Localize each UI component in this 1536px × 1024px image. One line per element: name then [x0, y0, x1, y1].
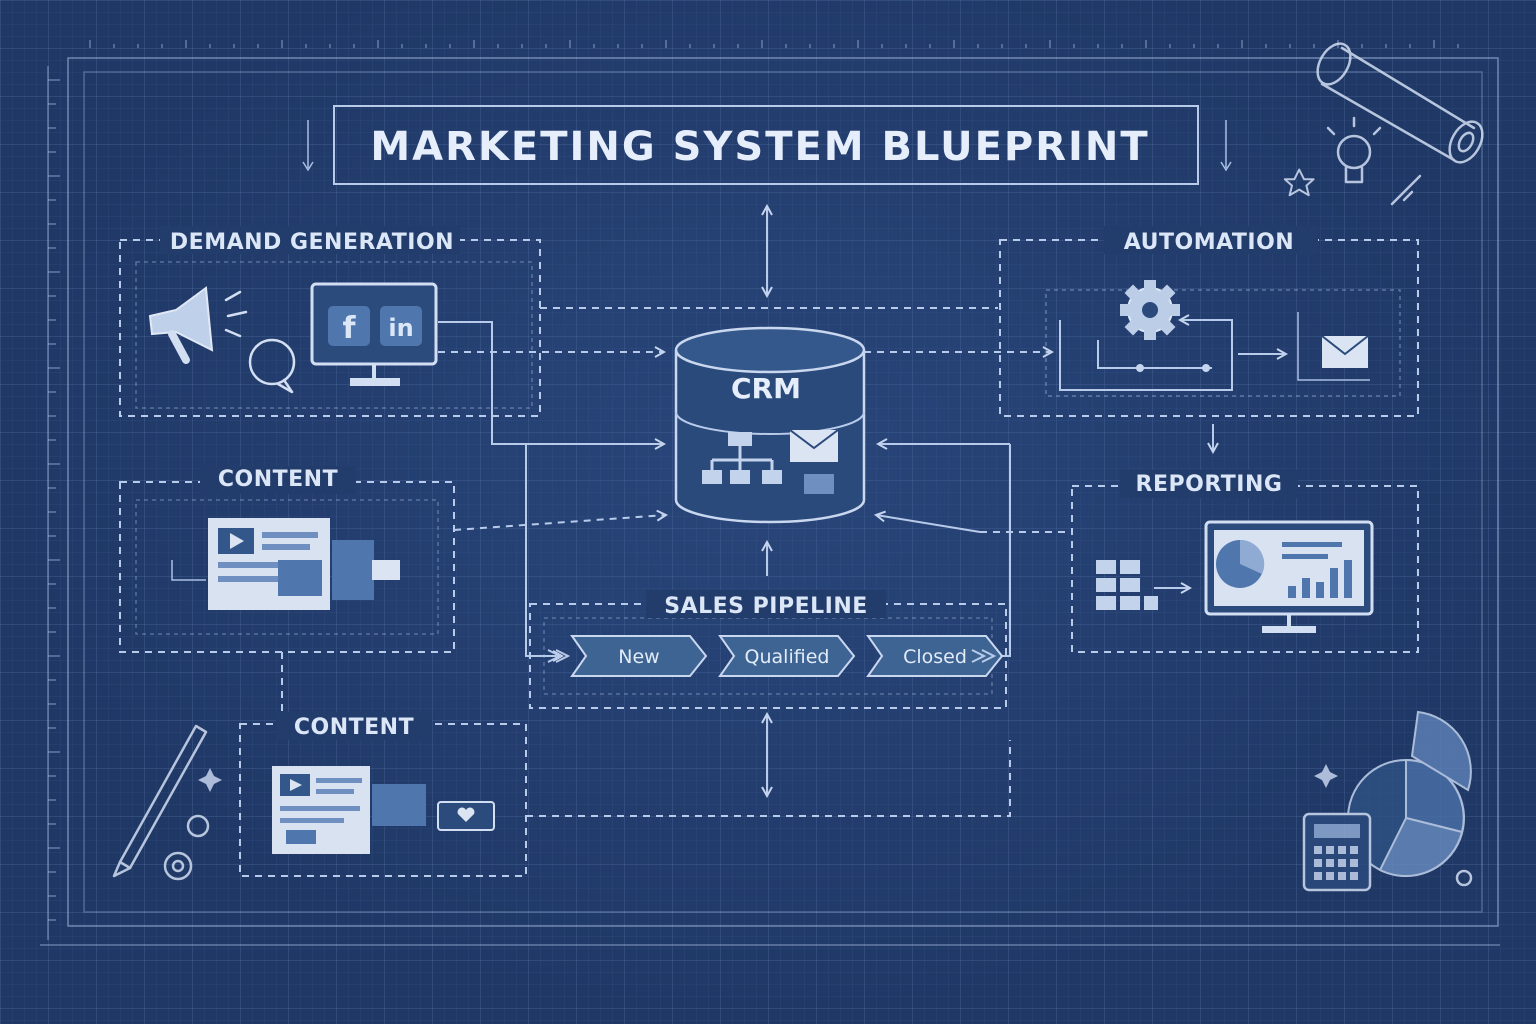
org-chart-icon — [702, 432, 782, 484]
dashboard-monitor-icon — [1204, 520, 1374, 633]
sales-pipeline-label: SALES PIPELINE — [664, 594, 868, 619]
bar-chart-icon — [1288, 586, 1296, 598]
pipeline-stage-new: New — [570, 635, 708, 677]
chat-panel-icon — [332, 540, 374, 600]
circle-icon — [1455, 869, 1473, 887]
crm-database: CRM — [674, 326, 866, 524]
calculator-icon — [1302, 812, 1372, 892]
sparkle-icon — [1314, 764, 1338, 788]
linkedin-icon: in — [380, 306, 422, 346]
decorations — [112, 42, 1484, 892]
content-label-1: CONTENT — [218, 467, 338, 492]
video-icon — [290, 779, 302, 791]
document-icon — [272, 766, 370, 854]
demand-generation-section: DEMAND GENERATION f in — [119, 226, 541, 417]
video-icon — [230, 533, 244, 549]
pie-chart-icon — [1347, 710, 1472, 877]
pencil-icon — [112, 724, 208, 878]
gear-icon — [1120, 280, 1180, 340]
pipeline-stage-label: Qualified — [745, 646, 830, 668]
gear-icon — [163, 851, 193, 881]
tool-icon — [1390, 174, 1422, 206]
pipeline-stage-qualified: Qualified — [718, 635, 856, 677]
block-chart-icon — [1096, 560, 1158, 610]
reporting-label: REPORTING — [1136, 472, 1283, 497]
circle-icon — [186, 814, 210, 838]
content-label-2: CONTENT — [294, 715, 414, 740]
pipeline-stage-label: Closed — [903, 646, 967, 668]
star-icon — [1283, 168, 1315, 197]
envelope-icon — [789, 429, 839, 462]
content-section-1: CONTENT — [119, 466, 455, 653]
page-title: MARKETING SYSTEM BLUEPRINT — [370, 124, 1149, 170]
sales-pipeline-section: SALES PIPELINE New Qualified Closed — [529, 590, 1007, 709]
megaphone-icon — [148, 286, 248, 364]
demand-generation-label: DEMAND GENERATION — [170, 230, 454, 255]
chat-bubble-icon — [248, 338, 296, 394]
connectors — [281, 307, 1213, 817]
crm-label: CRM — [731, 372, 801, 405]
envelope-icon — [1321, 335, 1369, 368]
media-panel-icon — [372, 784, 426, 826]
pipeline-stages: New Qualified Closed — [570, 635, 1004, 677]
automation-loop — [1059, 320, 1233, 391]
svg-text:f: f — [342, 311, 356, 346]
pipeline-stage-label: New — [618, 646, 659, 668]
document-icon — [208, 518, 330, 610]
automation-label: AUTOMATION — [1124, 230, 1294, 255]
lightbulb-icon — [1326, 116, 1382, 184]
automation-section: AUTOMATION — [999, 226, 1419, 417]
reporting-section: REPORTING — [1071, 470, 1419, 653]
blueprint-roll-icon — [1316, 42, 1484, 164]
pipeline-stage-closed: Closed — [866, 635, 1004, 677]
message-icon — [372, 560, 400, 580]
svg-text:in: in — [388, 314, 413, 342]
sparkle-icon — [198, 768, 222, 792]
title-box: MARKETING SYSTEM BLUEPRINT — [302, 105, 1232, 185]
facebook-icon: f — [328, 306, 370, 346]
content-section-2: CONTENT — [239, 712, 527, 877]
message-icon — [804, 474, 834, 494]
outer-frame — [40, 40, 1500, 946]
